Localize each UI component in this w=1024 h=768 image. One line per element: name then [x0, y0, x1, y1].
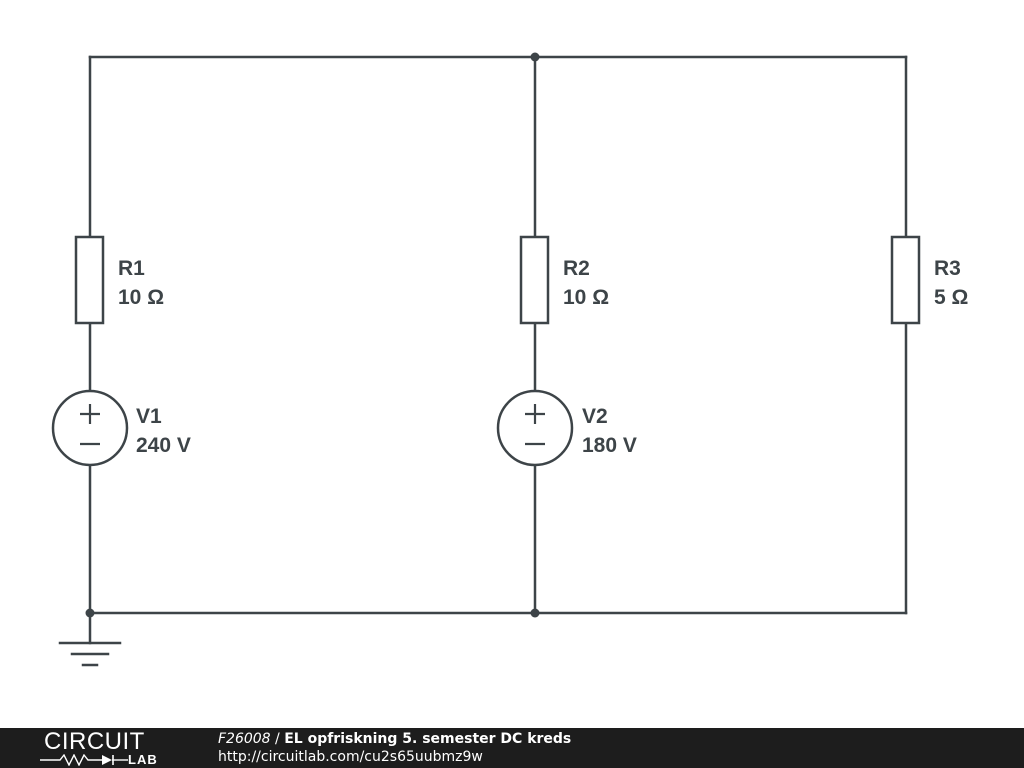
- resistor-r1[interactable]: [74, 235, 105, 325]
- r3-value-label: 5 Ω: [934, 286, 968, 309]
- junction-top-middle: [530, 52, 540, 62]
- voltage-source-v2-circle: [496, 389, 574, 467]
- voltage-source-v1-circle: [51, 389, 129, 467]
- title-separator: /: [270, 731, 285, 747]
- v2-value-label: 180 V: [582, 434, 637, 457]
- resistor-r2[interactable]: [519, 235, 550, 325]
- r3-name-label: R3: [934, 257, 961, 280]
- voltage-source-v2[interactable]: [496, 389, 574, 467]
- circuit-schematic: R1 10 Ω R2 10 Ω R3 5 Ω V1 240 V V2 180 V: [51, 52, 968, 667]
- resistor-r3[interactable]: [890, 235, 921, 325]
- circuitlab-logo[interactable]: CIRCUIT LAB: [40, 730, 180, 766]
- file-id: F26008: [218, 731, 271, 747]
- v1-name-label: V1: [136, 405, 162, 428]
- ground-icon: [58, 611, 122, 667]
- v1-value-label: 240 V: [136, 434, 191, 457]
- footer-bar: CIRCUIT LAB F26008 / EL opfriskning 5. s…: [0, 728, 1024, 768]
- logo-text-bottom: LAB: [128, 752, 158, 767]
- r2-name-label: R2: [563, 257, 590, 280]
- r1-value-label: 10 Ω: [118, 286, 164, 309]
- logo-text-top: CIRCUIT: [44, 728, 145, 755]
- v2-name-label: V2: [582, 405, 608, 428]
- circuit-url-link[interactable]: http://circuitlab.com/cu2s65uubmz9w: [218, 749, 483, 765]
- circuit-title-line: F26008 / EL opfriskning 5. semester DC k…: [218, 730, 571, 748]
- circuit-title: EL opfriskning 5. semester DC kreds: [284, 731, 572, 747]
- junction-bottom-middle: [530, 608, 540, 618]
- voltage-source-v1[interactable]: [51, 389, 129, 467]
- resistor-diode-logo-icon: [40, 754, 128, 766]
- r2-value-label: 10 Ω: [563, 286, 609, 309]
- r1-name-label: R1: [118, 257, 145, 280]
